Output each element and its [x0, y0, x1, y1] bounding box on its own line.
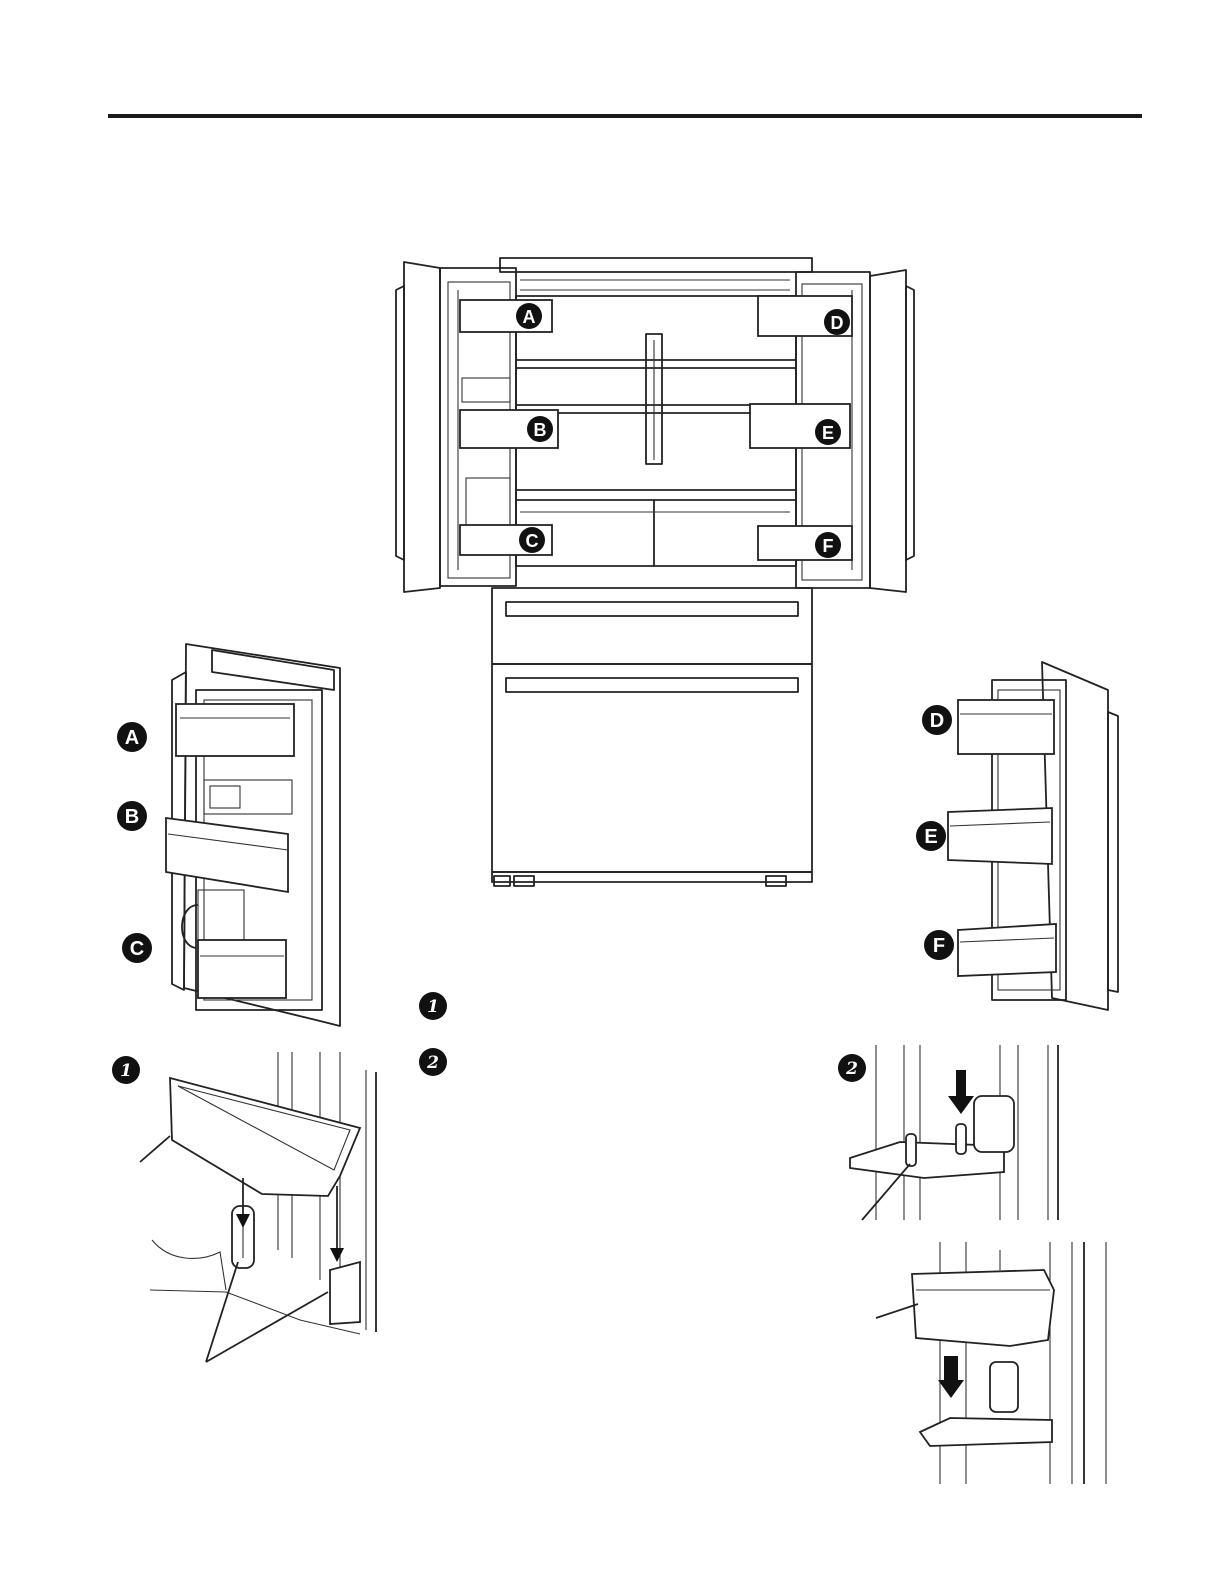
svg-text:1: 1: [120, 1061, 132, 1081]
svg-text:F: F: [823, 536, 834, 556]
step2-text-marker: 2: [419, 1048, 447, 1076]
svg-text:B: B: [534, 420, 547, 440]
svg-text:2: 2: [426, 1053, 439, 1073]
svg-text:A: A: [523, 307, 536, 327]
svg-text:2: 2: [845, 1059, 858, 1079]
svg-text:D: D: [930, 710, 944, 732]
svg-text:D: D: [831, 313, 844, 333]
step2-figure-marker: 2: [838, 1054, 866, 1082]
svg-text:C: C: [526, 531, 539, 551]
svg-text:A: A: [125, 727, 139, 749]
overview-label-b: B: [527, 416, 553, 442]
left-door-label-b: B: [117, 801, 147, 831]
svg-text:E: E: [822, 423, 834, 443]
svg-text:1: 1: [427, 997, 439, 1017]
overview-label-c: C: [519, 527, 545, 553]
left-door-label-c: C: [122, 933, 152, 963]
step1-figure: 1: [112, 1052, 376, 1362]
overview-label-d: D: [824, 309, 850, 335]
right-door-label-d: D: [922, 705, 952, 735]
svg-text:B: B: [125, 806, 139, 828]
overview-label-e: E: [815, 419, 841, 445]
svg-text:E: E: [924, 826, 937, 848]
step1-text-marker: 1: [419, 992, 447, 1020]
svg-text:F: F: [933, 935, 945, 957]
step1-figure-marker: 1: [112, 1056, 140, 1084]
step2-figure: 2: [838, 1045, 1106, 1484]
right-door-detail: D E F: [916, 662, 1118, 1010]
overview-label-a: A: [516, 303, 542, 329]
svg-text:C: C: [130, 938, 144, 960]
refrigerator-overview: A B C D E F: [396, 258, 914, 886]
right-door-label-f: F: [924, 930, 954, 960]
overview-label-f: F: [815, 532, 841, 558]
left-door-label-a: A: [117, 722, 147, 752]
left-door-detail: A B C: [117, 644, 340, 1026]
right-door-label-e: E: [916, 821, 946, 851]
